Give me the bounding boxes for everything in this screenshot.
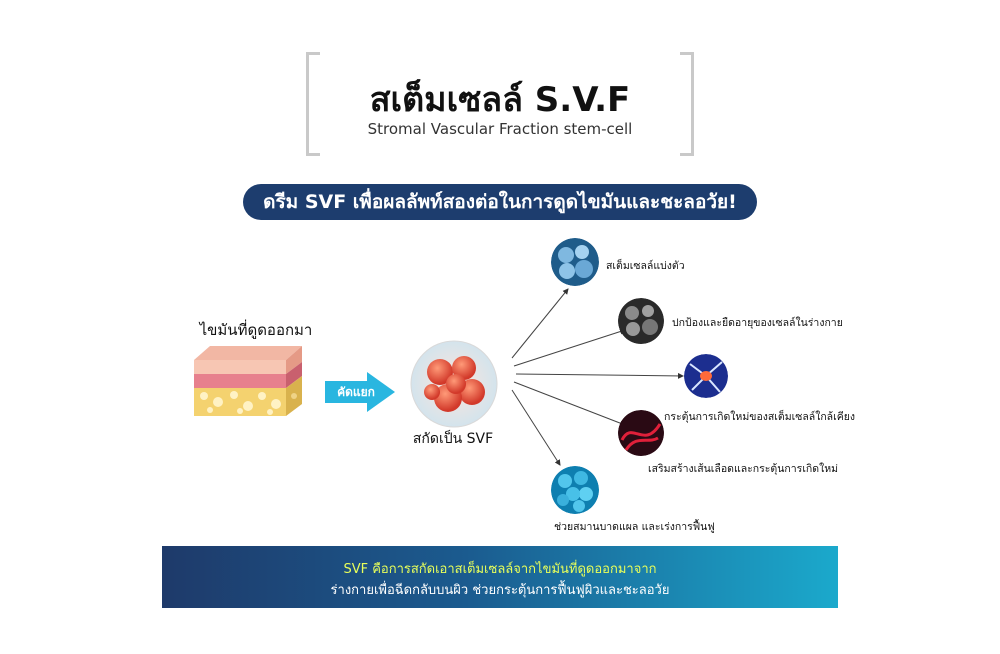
outcome-label-1: สเต็มเซลล์แบ่งตัว	[606, 260, 685, 272]
source-label: ไขมันที่ดูดออกมา	[199, 321, 313, 339]
svf-cluster-icon	[410, 340, 498, 428]
page-title: สเต็มเซลล์ S.V.F	[369, 80, 631, 120]
headline-banner: ดรีม SVF เพื่อผลลัพท์สองต่อในการดูดไขมัน…	[243, 184, 757, 220]
grey-cells-icon	[618, 298, 664, 344]
outcome-label-6: ช่วยสมานบาดแผล และเร่งการฟื้นฟู	[554, 521, 715, 533]
dividing-cells-icon	[551, 238, 599, 286]
footer-line-2: ร่างกายเพื่อฉีดกลับบนผิว ช่วยกระตุ้นการฟ…	[330, 583, 670, 598]
footer-line-1: SVF คือการสกัดเอาสเต็มเซลล์จากไขมันที่ดู…	[343, 562, 657, 577]
outcome-label-4: กระตุ้นการเกิดใหม่ของสเต็มเซลล์ใกล้เคียง	[664, 411, 856, 423]
outcome-label-5: เสริมสร้างเส้นเลือดและกระตุ้นการเกิดใหม่	[648, 463, 839, 475]
page-subtitle: Stromal Vascular Fraction stem-cell	[367, 120, 633, 138]
right-bracket	[680, 52, 694, 156]
footer-box: SVF คือการสกัดเอาสเต็มเซลล์จากไขมันที่ดู…	[162, 546, 838, 608]
red-vessels-icon	[618, 410, 664, 456]
blue-cells-icon	[551, 466, 599, 514]
process-arrow-label: คัดแยก	[337, 385, 375, 399]
left-bracket	[306, 52, 320, 156]
svf-label: สกัดเป็น SVF	[412, 431, 494, 447]
fat-tissue-icon	[194, 346, 302, 416]
neuron-cell-icon	[684, 354, 728, 398]
process-arrow-icon	[325, 372, 395, 412]
outcome-label-2: ปกป้องและยืดอายุของเซลล์ในร่างกาย	[672, 317, 843, 329]
